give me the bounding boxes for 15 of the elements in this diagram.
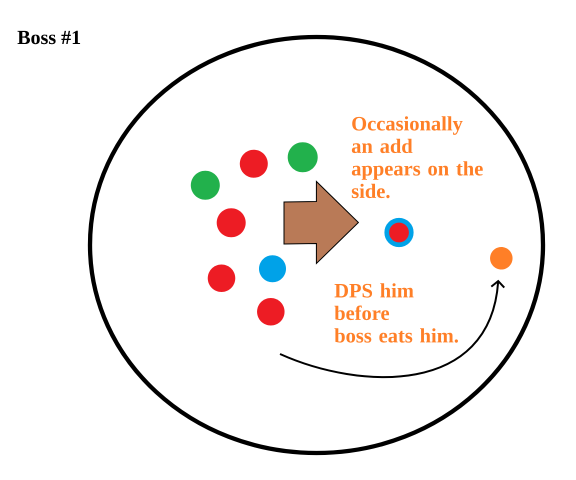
player-dot	[288, 142, 318, 172]
title: Boss #1	[18, 30, 80, 44]
arena-circle	[88, 34, 546, 456]
annotation-text: DPS him before boss eats him.	[334, 283, 458, 343]
annotation-text: Occasionally an add appears on the side.	[352, 116, 483, 198]
player-dot	[257, 298, 285, 326]
player-dot	[240, 150, 268, 178]
curved-arrow	[280, 280, 505, 378]
player-dot	[208, 264, 236, 292]
player-dot	[190, 170, 220, 200]
block-arrow	[284, 180, 360, 265]
ringed-dot	[384, 218, 414, 248]
player-dot	[216, 208, 246, 238]
player-dot	[259, 255, 286, 282]
add-dot	[490, 247, 513, 270]
